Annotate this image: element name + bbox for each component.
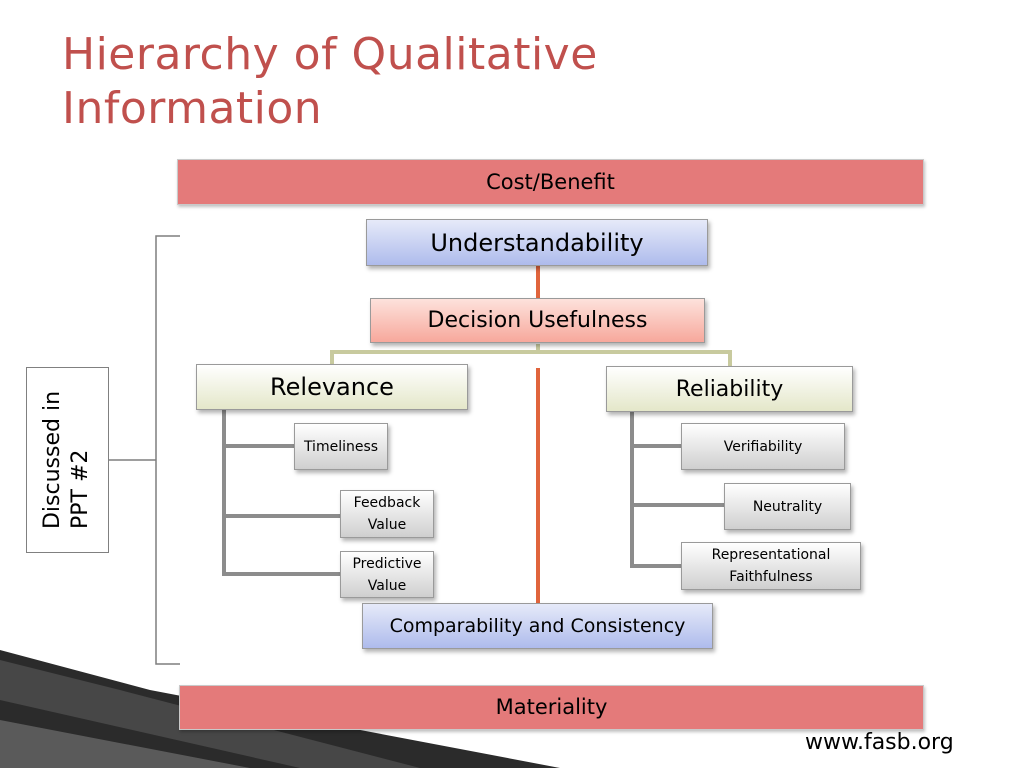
swoosh-dark (0, 650, 560, 768)
reliability-label: Reliability (675, 376, 784, 402)
cost-benefit-banner: Cost/Benefit (177, 159, 924, 205)
reliability-box: Reliability (606, 366, 853, 412)
relevance-label: Relevance (270, 373, 394, 401)
neutrality-label: Neutrality (752, 498, 823, 515)
verifiability-box: Verifiability (681, 423, 845, 470)
verifiability-label: Verifiability (723, 438, 803, 455)
predictive-value-line1: Predictive (352, 555, 422, 572)
reliability-tree (630, 412, 682, 568)
predictive-value-line2: Value (367, 577, 407, 594)
feedback-value-line1: Feedback (353, 495, 421, 511)
representational-faithfulness-box: Representational Faithfulness (681, 542, 861, 590)
predictive-value-box: Predictive Value (340, 551, 434, 598)
materiality-banner: Materiality (179, 685, 924, 730)
link-reliability (538, 350, 732, 366)
link-relevance (330, 344, 540, 364)
relevance-tree (222, 410, 340, 576)
comparability-label: Comparability and Consistency (389, 615, 686, 637)
discussed-note-line1: Discussed in (40, 390, 66, 530)
slide-title-line1: Hierarchy of Qualitative (62, 29, 598, 80)
feedback-value-box: Feedback Value (340, 490, 434, 538)
timeliness-box: Timeliness (294, 423, 388, 470)
cost-benefit-label: Cost/Benefit (486, 170, 615, 194)
neutrality-box: Neutrality (724, 483, 851, 530)
source-url: www.fasb.org (805, 730, 954, 755)
slide-title: Hierarchy of Qualitative Information (62, 28, 762, 136)
discussed-note-line2: PPT #2 (68, 449, 94, 530)
brace-line (155, 235, 180, 665)
swoosh-light (0, 720, 250, 768)
slide-title-line2: Information (62, 83, 323, 134)
feedback-value-line2: Value (367, 517, 407, 533)
timeliness-label: Timeliness (303, 438, 379, 455)
understandability-box: Understandability (366, 219, 708, 266)
decision-usefulness-label: Decision Usefulness (427, 308, 648, 333)
discussed-note-box: Discussed in PPT #2 (26, 367, 109, 553)
relevance-box: Relevance (196, 364, 468, 410)
representational-faithfulness-line1: Representational (711, 547, 831, 563)
materiality-label: Materiality (495, 695, 608, 719)
decision-usefulness-box: Decision Usefulness (370, 298, 705, 343)
comparability-box: Comparability and Consistency (362, 603, 713, 649)
understandability-label: Understandability (430, 228, 644, 257)
representational-faithfulness-line2: Faithfulness (729, 569, 813, 585)
